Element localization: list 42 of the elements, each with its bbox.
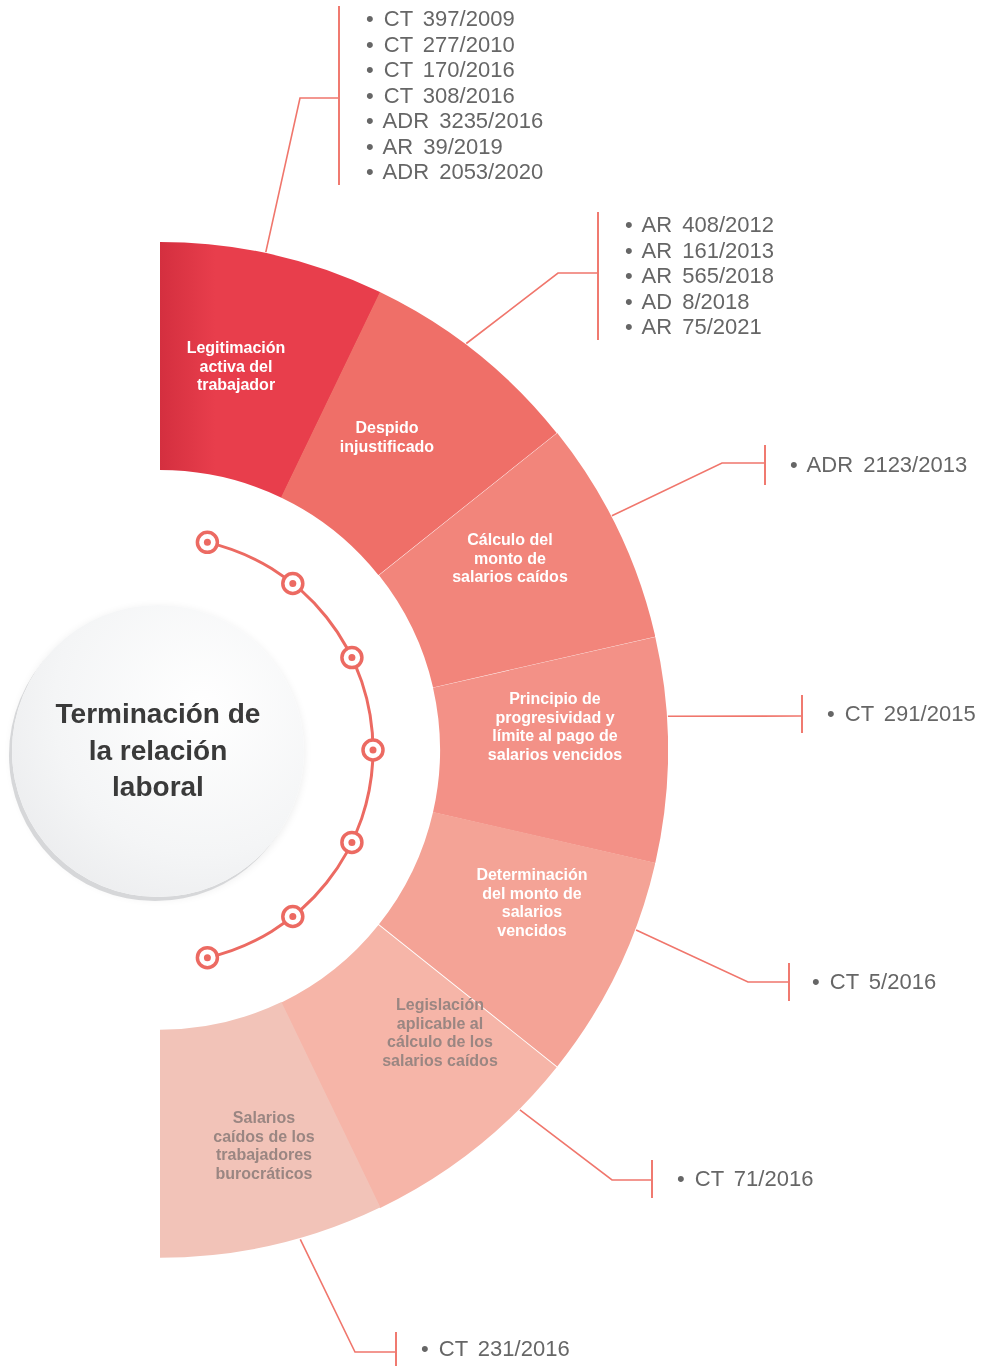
case-reference: • CT 277/2010 bbox=[366, 31, 516, 57]
case-list bbox=[395, 1332, 570, 1366]
case-reference: • ADR 2123/2013 bbox=[790, 452, 968, 478]
case-reference: • CT 291/2015 bbox=[827, 701, 976, 727]
center-title: Terminación de la relación laboral bbox=[54, 696, 262, 805]
case-reference: • CT 308/2016 bbox=[366, 82, 516, 108]
segment-label: Despido injustificado bbox=[338, 419, 436, 457]
leader-line bbox=[265, 97, 339, 253]
case-reference: • CT 71/2016 bbox=[677, 1166, 814, 1192]
case-reference: • ADR 2053/2020 bbox=[366, 159, 544, 185]
case-reference: • CT 231/2016 bbox=[421, 1336, 570, 1362]
leader-line bbox=[519, 1109, 652, 1181]
leader-line bbox=[299, 1238, 396, 1353]
leader-line bbox=[465, 272, 598, 345]
case-list bbox=[597, 212, 775, 340]
case-list bbox=[764, 445, 968, 485]
case-reference: • AR 39/2019 bbox=[366, 133, 504, 159]
segment-label: Determinación del monto de salarios vencidos bbox=[475, 865, 589, 941]
case-list bbox=[338, 6, 544, 185]
case-reference: • ADR 3235/2016 bbox=[366, 108, 544, 134]
case-reference: • CT 397/2009 bbox=[366, 6, 516, 32]
case-list bbox=[788, 963, 937, 1001]
case-reference: • AR 565/2018 bbox=[625, 263, 775, 289]
case-reference: • AR 161/2013 bbox=[625, 237, 775, 263]
segment-label: Principio de progresividad y límite al pago de salarios vencidos bbox=[486, 689, 624, 765]
case-list bbox=[651, 1160, 814, 1198]
leader-line bbox=[611, 462, 765, 517]
segment-label: Cálculo del monto de salarios caídos bbox=[451, 530, 569, 588]
ring-segment bbox=[378, 812, 656, 1067]
segment-label: Salarios caídos de los trabajadores burocráticos bbox=[212, 1108, 316, 1184]
case-reference: • CT 5/2016 bbox=[812, 969, 937, 995]
case-reference: • AR 408/2012 bbox=[625, 212, 775, 238]
case-reference: • CT 170/2016 bbox=[366, 57, 516, 83]
case-reference: • AD 8/2018 bbox=[625, 288, 751, 314]
segment-label: Legitimación activa del trabajador bbox=[185, 338, 287, 396]
case-reference: • AR 75/2021 bbox=[625, 314, 763, 340]
ring-segment bbox=[432, 636, 668, 864]
leader-line bbox=[667, 715, 802, 718]
ring-segment bbox=[160, 1002, 381, 1258]
segment-label: Legislación aplicable al cálculo de los salarios caídos bbox=[381, 995, 499, 1071]
case-list bbox=[801, 695, 976, 733]
leader-line bbox=[635, 929, 789, 983]
